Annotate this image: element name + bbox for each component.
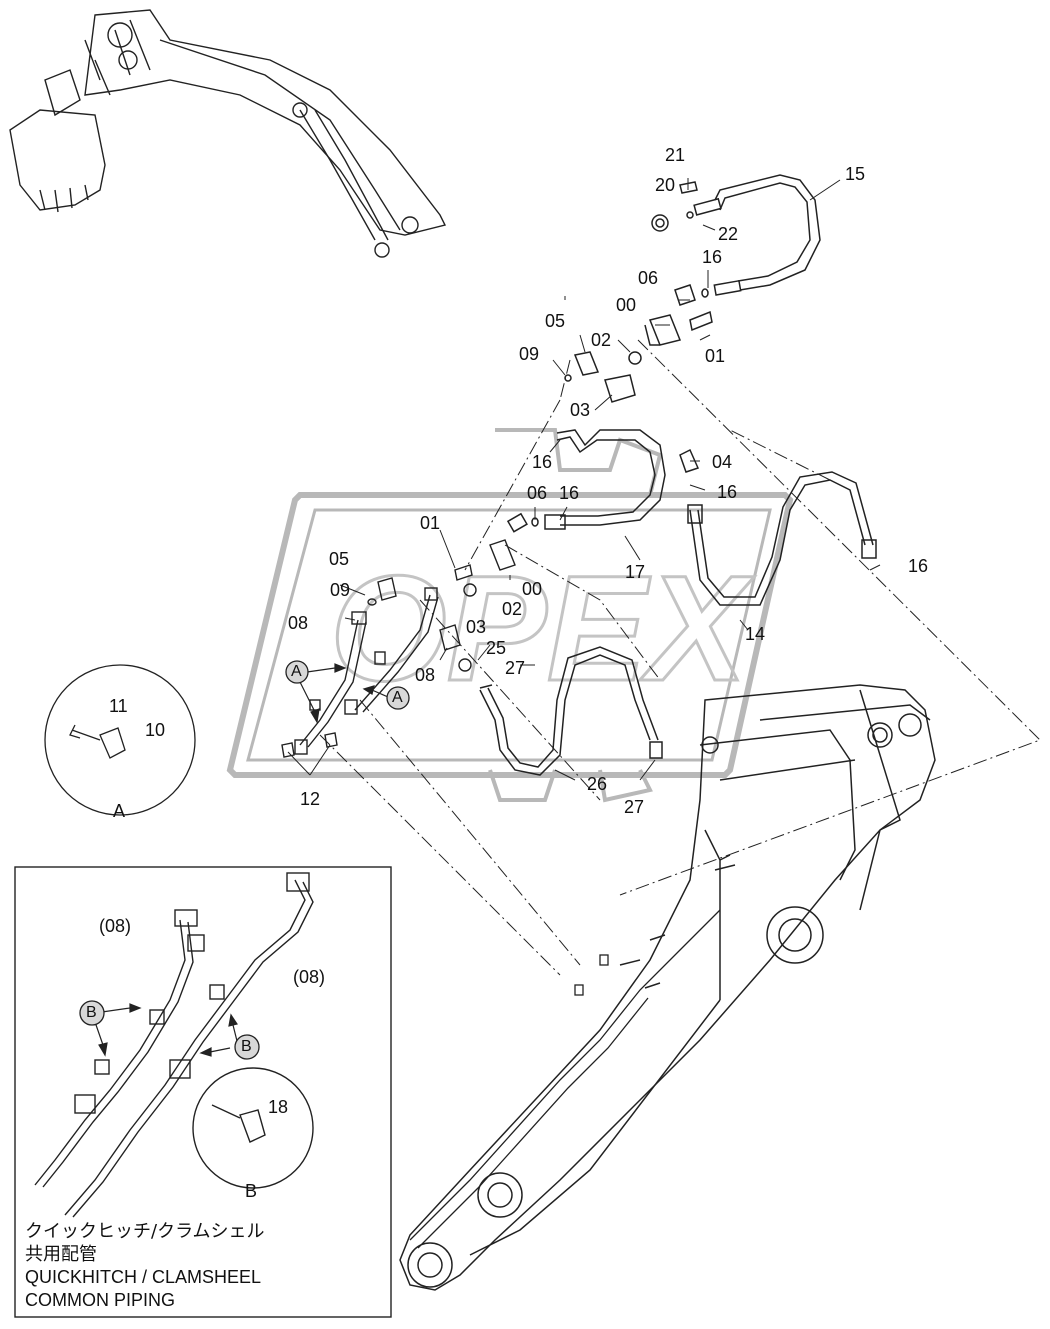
part-label-02-mid: 02 [502, 599, 523, 619]
part-label-00-mid: 00 [522, 579, 543, 599]
detail-a-label: A [113, 801, 126, 821]
arm-piping [409, 909, 721, 1249]
callout-a-left: A [291, 663, 302, 680]
inset-caption: クイックヒッチ/クラムシェル 共用配管 QUICKHITCH / CLAMSHE… [25, 1220, 265, 1312]
part-label-22: 22 [718, 224, 739, 244]
part-label-16-center: 16 [559, 483, 580, 503]
part-label-11: 11 [109, 696, 128, 716]
leader-lines [319, 296, 1041, 976]
svg-text:OPEX: OPEX [330, 544, 755, 712]
inset-caption-line2: 共用配管 [25, 1244, 97, 1265]
inset-caption-line4: COMMON PIPING [25, 1290, 176, 1310]
watermark-logo [226, 428, 794, 803]
inset-caption-line3: QUICKHITCH / CLAMSHEEL [25, 1267, 262, 1287]
part-label-16-mid: 16 [532, 452, 553, 472]
part-label-03-mid: 03 [466, 617, 487, 637]
part-label-06-top: 06 [638, 268, 659, 288]
callout-b-left: B [86, 1004, 97, 1021]
part-label-05-mid: 05 [329, 549, 350, 569]
part-label-16-far: 16 [908, 556, 929, 576]
watermark-text: OPEX [329, 543, 757, 714]
part-label-05-top: 05 [545, 311, 566, 331]
part-label-08-lower: 08 [415, 665, 436, 685]
part-label-21: 21 [665, 145, 686, 165]
part-label-08-inset-b: (08) [293, 967, 326, 987]
part-label-20: 20 [655, 175, 676, 195]
part-label-15: 15 [845, 164, 866, 184]
part-label-14: 14 [745, 624, 766, 644]
part-label-27-mid: 27 [505, 658, 526, 678]
arm-body [399, 684, 936, 1291]
part-label-08-mid: 08 [288, 613, 309, 633]
inset-panel [14, 866, 392, 1318]
part-label-16-right: 16 [717, 482, 738, 502]
part-label-08-inset-a: (08) [99, 916, 132, 936]
part-label-01-top: 01 [705, 346, 726, 366]
part-label-17: 17 [625, 562, 646, 582]
part-label-01-mid: 01 [420, 513, 441, 533]
part-label-09-top: 09 [519, 344, 540, 364]
part-label-03-top: 03 [570, 400, 591, 420]
part-label-09-mid: 09 [330, 580, 351, 600]
label-leaders [287, 178, 881, 781]
part-label-25: 25 [486, 638, 507, 658]
part-label-27-low: 27 [624, 797, 645, 817]
part-label-04: 04 [712, 452, 733, 472]
part-label-06-mid: 06 [527, 483, 548, 503]
part-label-02-top: 02 [591, 330, 612, 350]
part-label-10: 10 [145, 720, 166, 740]
part-label-26: 26 [587, 774, 608, 794]
detail-a-circle [44, 664, 196, 816]
callout-circles [79, 660, 410, 1060]
hose-14 [687, 471, 877, 606]
part-label-16-top: 16 [702, 247, 723, 267]
inset-caption-line1: クイックヒッチ/クラムシェル [25, 1221, 265, 1242]
part-label-12: 12 [300, 789, 321, 809]
callout-b-right: B [241, 1038, 252, 1055]
callout-a-right: A [392, 689, 403, 706]
upper-hose-assembly [506, 174, 821, 533]
hose-26 [479, 646, 663, 776]
callout-arrows [299, 663, 389, 724]
detail-b-label: B [245, 1181, 258, 1201]
excavator-overview [9, 9, 447, 258]
part-label-18: 18 [268, 1097, 289, 1117]
part-label-00-top: 00 [616, 295, 637, 315]
